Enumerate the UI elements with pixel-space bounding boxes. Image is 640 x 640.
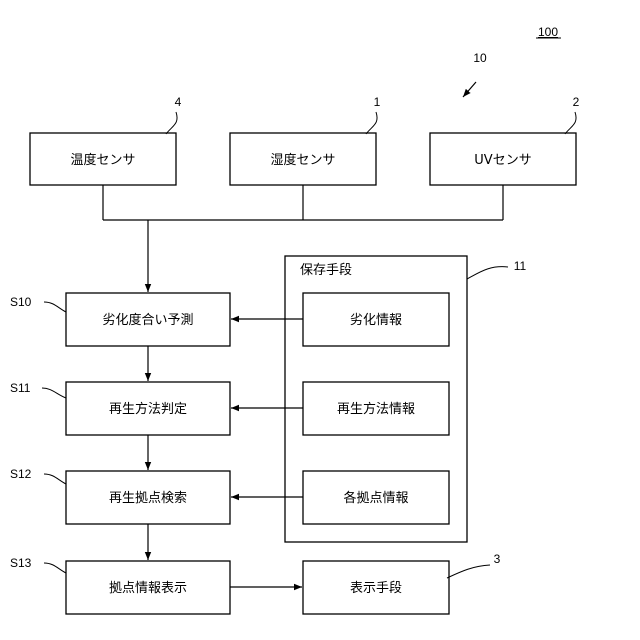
sensor-ref-leader <box>565 112 576 134</box>
system-ref-arrow <box>463 82 476 97</box>
sensor-label: UVセンサ <box>474 153 531 168</box>
storage-title: 保存手段 <box>300 263 352 278</box>
sensor-ref-leader <box>366 112 377 134</box>
figure-number: 100 <box>538 25 558 39</box>
sensor-temperature: 温度センサ 4 <box>30 95 182 185</box>
storage-item-degradation: 劣化情報 <box>350 313 402 328</box>
sensor-ref-number: 2 <box>573 95 580 109</box>
step-id-leader <box>44 302 66 312</box>
display-ref-leader <box>447 565 490 578</box>
step-s10: S10 劣化度合い予測 <box>10 293 230 346</box>
sensor-label: 温度センサ <box>70 152 135 168</box>
step-label: 再生拠点検索 <box>109 491 187 506</box>
step-label: 劣化度合い予測 <box>102 312 193 328</box>
step-id: S10 <box>10 295 32 309</box>
step-id: S12 <box>10 467 32 481</box>
display-unit: 表示手段 3 <box>303 552 501 614</box>
storage-ref-leader <box>467 267 508 279</box>
step-id: S11 <box>10 381 31 395</box>
display-label: 表示手段 <box>350 581 402 596</box>
sensor-ref-number: 4 <box>175 95 182 109</box>
display-ref-number: 3 <box>494 552 501 566</box>
storage-item-method: 再生方法情報 <box>337 401 415 417</box>
step-id-leader <box>42 388 66 398</box>
step-s13: S13 拠点情報表示 <box>10 556 230 614</box>
step-label: 拠点情報表示 <box>109 581 187 596</box>
step-s11: S11 再生方法判定 <box>10 381 230 435</box>
sensor-uv: UVセンサ 2 <box>430 95 580 185</box>
step-id-leader <box>44 563 66 573</box>
sensor-humidity: 湿度センサ 1 <box>230 95 381 185</box>
storage-ref-number: 11 <box>514 259 527 273</box>
sensor-label: 湿度センサ <box>270 152 335 168</box>
sensor-ref-number: 1 <box>374 95 381 109</box>
step-s12: S12 再生拠点検索 <box>10 467 230 524</box>
step-id-leader <box>44 474 66 484</box>
storage-item-locations: 各拠点情報 <box>343 490 408 506</box>
step-id: S13 <box>10 556 32 570</box>
storage-unit: 保存手段 11 劣化情報 再生方法情報 各拠点情報 <box>285 256 527 542</box>
step-label: 再生方法判定 <box>109 401 187 417</box>
system-ref-label: 10 <box>473 51 487 65</box>
sensor-ref-leader <box>166 112 177 134</box>
